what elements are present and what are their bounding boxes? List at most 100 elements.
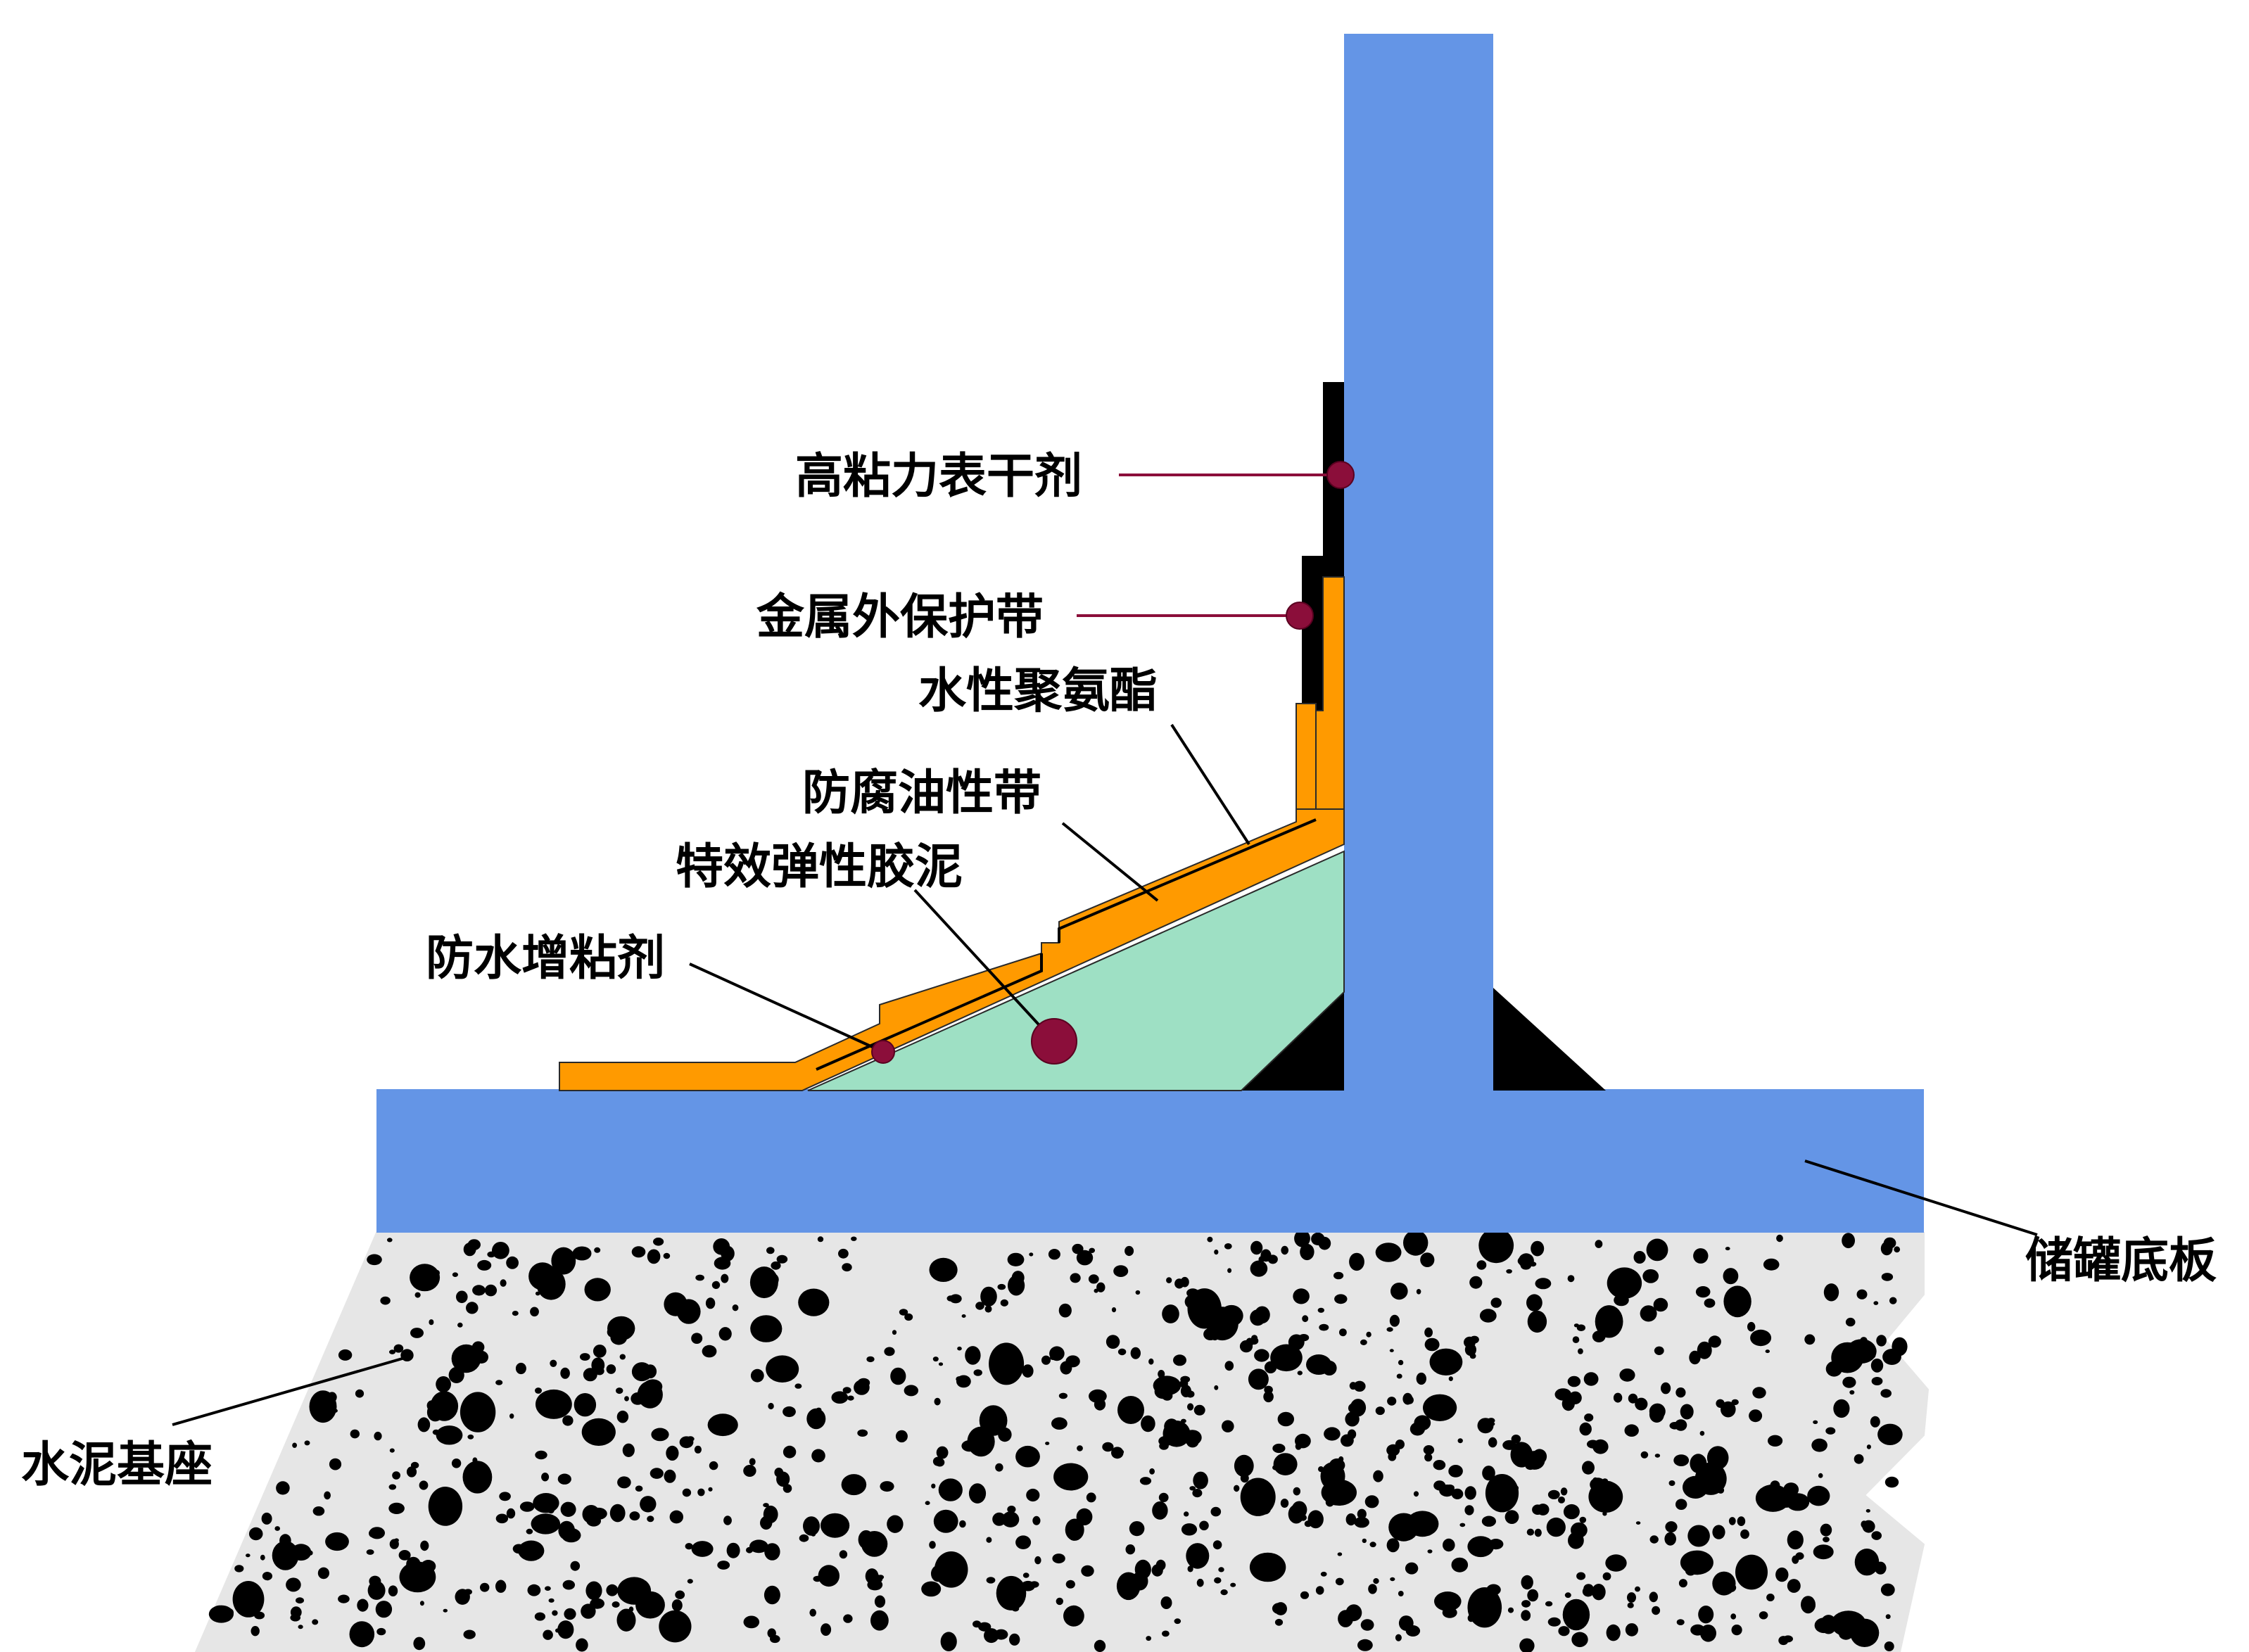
aggregate-dot: [1065, 1580, 1075, 1589]
aggregate-dot: [1034, 1556, 1041, 1565]
aggregate-dot: [1766, 1594, 1775, 1601]
aggregate-dot: [290, 1606, 302, 1618]
aggregate-dot: [338, 1349, 353, 1361]
aggregate-dot: [949, 1294, 962, 1304]
callouts: [172, 461, 2038, 1426]
tank-wall: [1344, 34, 1493, 1091]
aggregate-dot: [1845, 1317, 1856, 1327]
aggregate-dot: [1298, 1334, 1310, 1342]
aggregate-dot: [1704, 1298, 1716, 1308]
aggregate-dot: [1678, 1579, 1687, 1588]
aggregate-dot: [1649, 1406, 1664, 1423]
label-elastic-putty: 特效弹性胶泥: [676, 839, 963, 895]
aggregate-dot: [1295, 1442, 1302, 1450]
aggregate-dot: [842, 1263, 852, 1272]
aggregate-dot: [1423, 1394, 1457, 1422]
aggregate-dot: [1717, 1487, 1725, 1494]
aggregate-dot: [1218, 1567, 1224, 1572]
aggregate-dot: [1547, 1489, 1560, 1499]
aggregate-dot: [1665, 1521, 1678, 1533]
aggregate-dot: [1866, 1444, 1871, 1449]
aggregate-dot: [545, 1586, 551, 1591]
aggregate-dot: [1693, 1248, 1709, 1264]
marker-metal-band: [1286, 602, 1314, 630]
aggregate-dot: [1329, 1458, 1345, 1473]
aggregate-dot: [1423, 1445, 1435, 1455]
aggregate-dot: [1246, 1338, 1254, 1347]
aggregate-dot: [1469, 1276, 1483, 1289]
aggregate-dot: [794, 1383, 802, 1389]
aggregate-dot: [1673, 1454, 1690, 1467]
aggregate-dot: [1240, 1473, 1249, 1483]
aggregate-dot: [1434, 1591, 1462, 1611]
aggregate-dot: [526, 1528, 533, 1535]
aggregate-dot: [1511, 1435, 1521, 1444]
aggregate-dot: [1113, 1265, 1129, 1277]
aggregate-dot: [1871, 1377, 1883, 1385]
aggregate-dot: [1320, 1571, 1327, 1577]
aggregate-dot: [1398, 1359, 1404, 1366]
aggregate-dot: [1763, 1258, 1780, 1271]
aggregate-dot: [394, 1538, 399, 1542]
aggregate-dot: [622, 1443, 635, 1457]
aggregate-dot: [816, 1407, 822, 1412]
aggregate-dot: [1360, 1619, 1374, 1631]
aggregate-dot: [764, 1329, 769, 1334]
aggregate-dot: [1833, 1399, 1850, 1418]
aggregate-dot: [1254, 1556, 1284, 1577]
aggregate-dot: [1735, 1554, 1768, 1590]
aggregate-dot: [388, 1484, 397, 1490]
aggregate-dot: [723, 1516, 732, 1525]
aggregate-dot: [392, 1471, 400, 1480]
aggregate-dot: [441, 1398, 453, 1413]
aggregate-dot: [564, 1501, 571, 1508]
aggregate-dot: [1884, 1641, 1894, 1651]
aggregate-dot: [1820, 1523, 1832, 1537]
aggregate-dot: [858, 1530, 875, 1549]
aggregate-dot: [1776, 1234, 1783, 1243]
aggregate-dot: [986, 1537, 992, 1543]
aggregate-dot: [309, 1390, 337, 1423]
aggregate-dot: [1464, 1336, 1476, 1348]
aggregate-dot: [1353, 1380, 1366, 1392]
aggregate-dot: [743, 1465, 756, 1477]
aggregate-dot: [484, 1284, 498, 1297]
aggregate-dot: [1117, 1348, 1127, 1356]
aggregate-dot: [1527, 1589, 1539, 1602]
aggregate-dot: [1526, 1528, 1535, 1536]
aggregate-dot: [1536, 1504, 1550, 1516]
aggregate-dot: [1519, 1638, 1535, 1652]
aggregate-dot: [647, 1516, 654, 1523]
aggregate-dot: [495, 1380, 503, 1385]
aggregate-dot: [1744, 1565, 1751, 1570]
aggregate-dot: [367, 1581, 386, 1600]
aggregate-dot: [1129, 1521, 1145, 1537]
label-waterproof-adhesive: 防水增粘剂: [426, 931, 665, 986]
aggregate-dot: [717, 1561, 730, 1570]
aggregate-dot: [1089, 1247, 1095, 1254]
aggregate-dot: [1203, 1328, 1217, 1341]
aggregate-dot: [436, 1376, 451, 1392]
aggregate-dot: [576, 1638, 588, 1652]
aggregate-dot: [581, 1418, 616, 1446]
aggregate-dot: [1117, 1396, 1144, 1424]
aggregate-dot: [1134, 1559, 1151, 1580]
aggregate-dot: [1448, 1468, 1459, 1476]
aggregate-dot: [997, 1283, 1006, 1290]
aggregate-dot: [1212, 1540, 1222, 1550]
aggregate-dot: [1854, 1454, 1864, 1464]
aggregate-dot: [1578, 1348, 1583, 1354]
aggregate-dot: [1811, 1438, 1827, 1452]
aggregate-dot: [1416, 1289, 1421, 1295]
cement-base: [194, 1228, 1930, 1652]
aggregate-dot: [1088, 1274, 1099, 1284]
aggregate-dot: [1260, 1309, 1269, 1316]
aggregate-dot: [1000, 1299, 1008, 1307]
aggregate-dot: [1008, 1275, 1025, 1296]
aggregate-dot: [931, 1483, 936, 1489]
aggregate-dot: [867, 1579, 883, 1591]
aggregate-dot: [1333, 1271, 1344, 1280]
aggregate-dot: [1395, 1634, 1402, 1641]
tape-inner-line-lower: [816, 953, 1043, 1071]
